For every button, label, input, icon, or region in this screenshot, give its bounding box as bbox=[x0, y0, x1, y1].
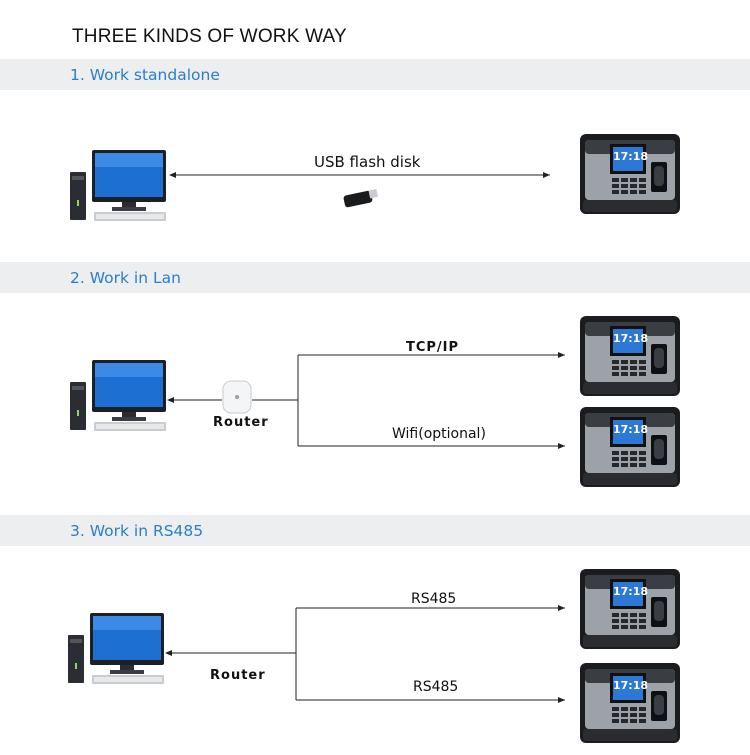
device-clock: 17:18 bbox=[613, 679, 649, 692]
page-title: THREE KINDS OF WORK WAY bbox=[72, 26, 347, 47]
device-clock: 17:18 bbox=[613, 150, 649, 163]
attendance-terminal-icon bbox=[580, 316, 680, 396]
attendance-terminal-icon bbox=[580, 663, 680, 743]
section-band-lan: 2. Work in Lan bbox=[0, 262, 750, 293]
attendance-terminal-icon bbox=[580, 569, 680, 649]
device-clock: 17:18 bbox=[613, 332, 649, 345]
lan-router-label: Router bbox=[213, 415, 269, 430]
attendance-terminal-icon bbox=[580, 407, 680, 487]
section-heading-lan: 2. Work in Lan bbox=[70, 269, 181, 287]
attendance-terminal-icon bbox=[580, 134, 680, 214]
section-band-rs485: 3. Work in RS485 bbox=[0, 515, 750, 546]
usb-flash-drive-icon bbox=[343, 188, 378, 208]
device-clock: 17:18 bbox=[613, 585, 649, 598]
section-band-standalone: 1. Work standalone bbox=[0, 59, 750, 90]
wifi-router-icon bbox=[222, 380, 252, 414]
desktop-computer-icon bbox=[70, 360, 166, 431]
rs485-upper-label: RS485 bbox=[411, 591, 457, 607]
device-clock: 17:18 bbox=[613, 423, 649, 436]
desktop-computer-icon bbox=[68, 613, 164, 684]
rs485-router-label: Router bbox=[210, 668, 266, 683]
lan-upper-label: TCP/IP bbox=[406, 340, 460, 355]
usb-link-label: USB flash disk bbox=[314, 153, 421, 171]
section-heading-standalone: 1. Work standalone bbox=[70, 66, 220, 84]
desktop-computer-icon bbox=[70, 150, 166, 221]
rs485-lower-label: RS485 bbox=[413, 679, 459, 695]
section-heading-rs485: 3. Work in RS485 bbox=[70, 522, 204, 540]
lan-lower-label: Wifi(optional) bbox=[392, 426, 486, 442]
